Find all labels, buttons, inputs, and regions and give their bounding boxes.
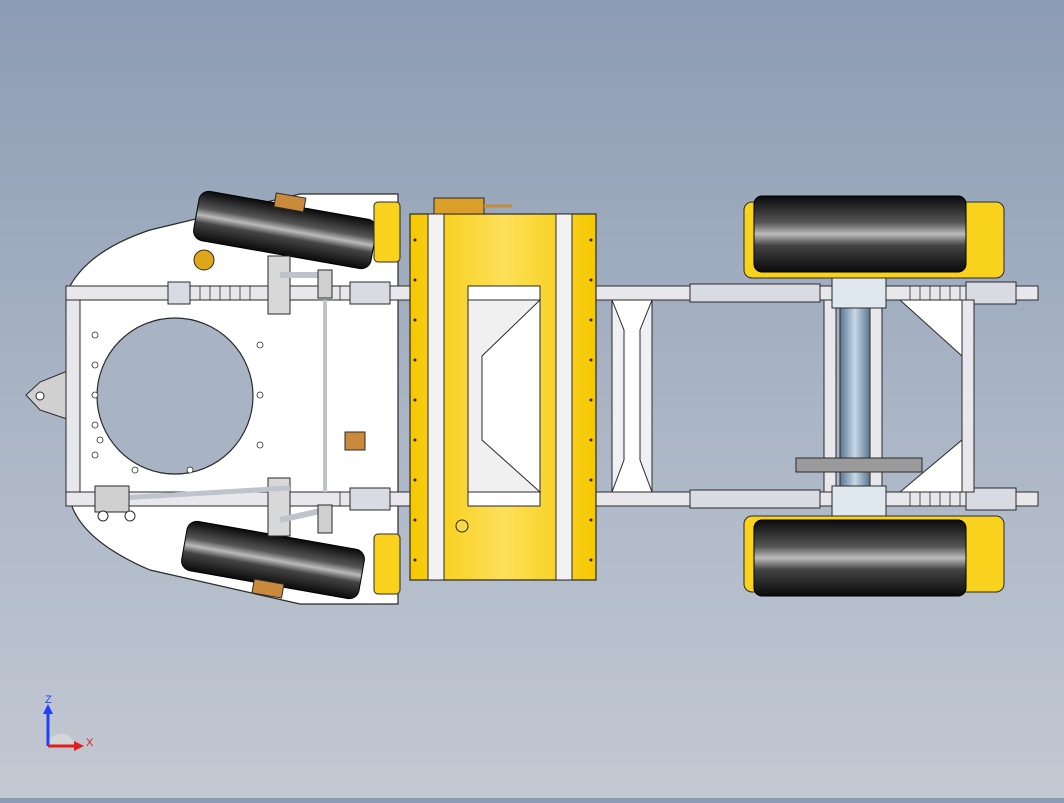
- front-cross-member: [65, 285, 81, 505]
- front-bumpers: [373, 201, 401, 595]
- tow-hook: [25, 369, 71, 421]
- front-bushing: [193, 249, 215, 271]
- battery-rivets: [413, 238, 593, 562]
- steering-linkage: [119, 255, 333, 537]
- plate-bolt-holes: [91, 331, 264, 474]
- battery-straps: [427, 213, 573, 581]
- rear-right-wheel: [743, 515, 1005, 597]
- x-axis-label: X: [86, 737, 94, 749]
- center-brace: [467, 285, 653, 507]
- drive-gear: [795, 457, 923, 473]
- differential-housings: [831, 277, 887, 517]
- steering-drag-link-end: [94, 485, 136, 522]
- rear-turnbuckles: [689, 283, 821, 509]
- z-axis-label: Z: [45, 694, 52, 706]
- rear-left-wheel: [743, 195, 1005, 279]
- motor-cutout: [96, 317, 254, 475]
- rear-axle-frame: [823, 299, 975, 493]
- axis-triad: Z X: [43, 694, 94, 751]
- sensor-bracket: [344, 431, 366, 451]
- rail-clamps: [167, 281, 1017, 511]
- top-connector: [433, 197, 512, 215]
- battery-vent: [455, 519, 469, 533]
